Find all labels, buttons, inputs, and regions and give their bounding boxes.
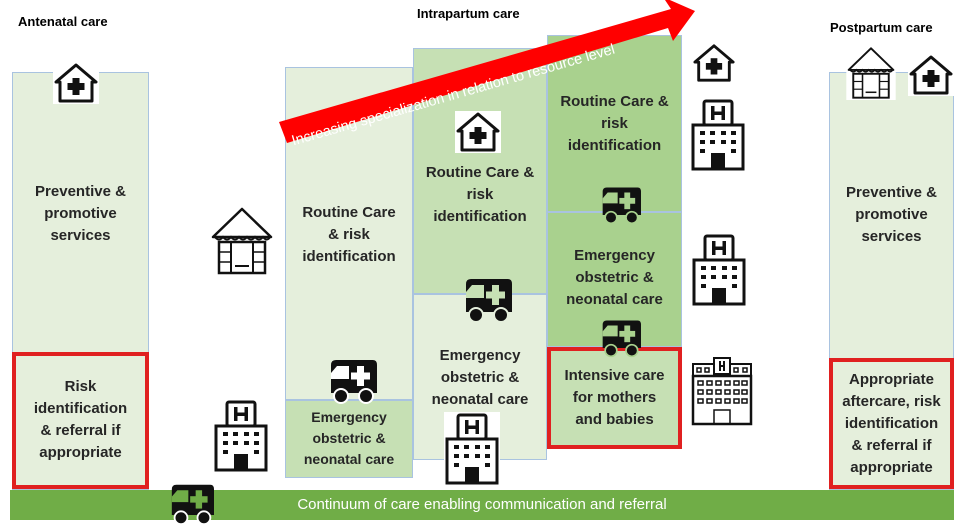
hospital-icon: [444, 412, 500, 486]
postpartum-aftercare-box: [829, 358, 954, 489]
level3-column: [547, 35, 682, 212]
level2-emergency-text: Emergency obstetric & neonatal care: [431, 347, 529, 408]
continuum-bar-label: Continuum of care enabling communication…: [297, 496, 667, 513]
continuum-bar: Continuum of care enabling communication…: [10, 490, 954, 520]
ambulance-icon: [166, 482, 218, 526]
postpartum-services-text: Preventive & promotive services: [846, 184, 937, 245]
level1-emergency-text: Emergency obstetric & neonatal care: [303, 409, 395, 467]
hospital-icon: [690, 98, 746, 172]
specialization-arrow-shape: [279, 0, 695, 143]
header-postpartum: Postpartum care: [830, 20, 933, 35]
specialization-arrow: [279, 0, 695, 143]
header-antenatal: Antenatal care: [18, 14, 108, 29]
ambulance-icon: [599, 318, 643, 358]
header-intrapartum: Intrapartum care: [417, 6, 520, 21]
house-medical-icon: [692, 42, 736, 84]
hut-icon: [846, 46, 896, 100]
ambulance-icon: [462, 276, 514, 324]
house-medical-icon: [455, 110, 501, 154]
hut-icon: [210, 206, 274, 276]
hospital-icon: [691, 233, 747, 307]
level3-emergency-text: Emergency obstetric & neonatal care: [566, 247, 663, 308]
antenatal-referral-box: [12, 352, 149, 489]
postpartum-aftercare-text: Appropriate aftercare, risk identificati…: [842, 371, 941, 476]
house-medical-icon: [53, 62, 99, 104]
ambulance-icon: [599, 185, 643, 225]
level3-routine-text: Routine Care & risk identification: [560, 93, 669, 154]
house-medical-icon: [908, 54, 954, 96]
level2-routine-text: Routine Care & risk identification: [425, 164, 535, 225]
hospital-icon: [213, 399, 269, 473]
ambulance-icon: [327, 357, 379, 405]
antenatal-column: [12, 72, 149, 490]
level1-routine-text: Routine Care & risk identification: [302, 204, 396, 265]
large-hospital-icon: [690, 356, 754, 428]
level3-intensive-text: Intensive care for mothers and babies: [564, 367, 665, 428]
level1-emergency-block: [285, 400, 413, 478]
antenatal-services-text: Preventive & promotive services: [35, 183, 126, 244]
antenatal-referral-text: Risk identification & referral if approp…: [33, 378, 128, 461]
